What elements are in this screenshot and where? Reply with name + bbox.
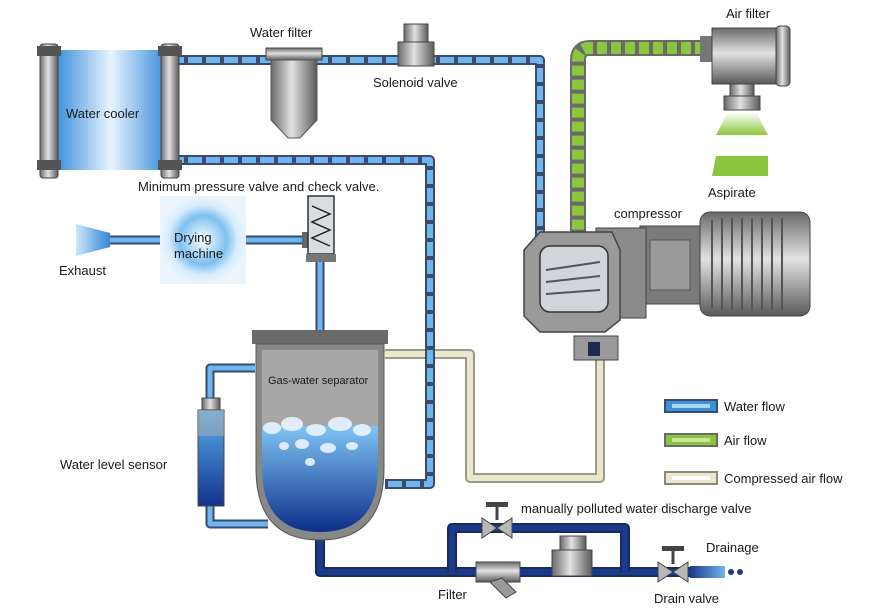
min-pressure-check-valve xyxy=(302,195,336,262)
label-water-filter: Water filter xyxy=(250,25,313,40)
label-gas-water-separator: Gas-water separator xyxy=(268,375,369,387)
label-water-cooler: Water cooler xyxy=(66,106,140,121)
drain-valve xyxy=(657,546,689,583)
filter xyxy=(475,561,521,599)
label-solenoid-valve: Solenoid valve xyxy=(373,75,458,90)
air-intake-pipe xyxy=(570,40,705,232)
pipe-network xyxy=(110,40,743,578)
legend-label-compressed-air-flow: Compressed air flow xyxy=(724,471,843,486)
legend xyxy=(664,399,718,485)
compressor-unit xyxy=(523,211,811,361)
water-cooler xyxy=(37,43,182,179)
label-water-level-sensor: Water level sensor xyxy=(60,457,168,472)
label-aspirate: Aspirate xyxy=(708,185,756,200)
label-compressor: compressor xyxy=(614,206,682,221)
drying-machine xyxy=(160,196,246,284)
drainage-droplet xyxy=(737,569,743,575)
label-air-filter: Air filter xyxy=(726,6,771,21)
water-filter xyxy=(265,47,323,139)
gas-water-separator xyxy=(252,330,388,541)
compressed-air-pipe xyxy=(385,349,605,483)
exhaust-nozzle xyxy=(76,224,110,256)
label-min-pressure-valve: Minimum pressure valve and check valve. xyxy=(138,179,380,194)
bypass-valve xyxy=(551,535,593,577)
air-filter xyxy=(700,25,791,176)
drainage-droplet xyxy=(728,569,734,575)
manual-discharge-valve xyxy=(481,502,513,539)
solenoid-valve xyxy=(397,23,435,67)
label-manual-discharge-valve: manually polluted water discharge valve xyxy=(521,501,752,516)
label-drying-machine-line2: machine xyxy=(174,246,224,261)
water-level-sensor xyxy=(197,397,225,507)
aspirate-air-cone xyxy=(716,112,768,135)
label-drying-machine-line1: Drying xyxy=(174,230,212,245)
separator-bubbles xyxy=(263,417,371,466)
label-drain-valve: Drain valve xyxy=(654,591,720,606)
aspirate-air-cone xyxy=(712,156,768,176)
legend-label-water-flow: Water flow xyxy=(724,399,785,414)
label-filter: Filter xyxy=(438,587,467,602)
label-exhaust: Exhaust xyxy=(59,263,106,278)
legend-label-air-flow: Air flow xyxy=(724,433,767,448)
label-drainage: Drainage xyxy=(706,540,759,555)
